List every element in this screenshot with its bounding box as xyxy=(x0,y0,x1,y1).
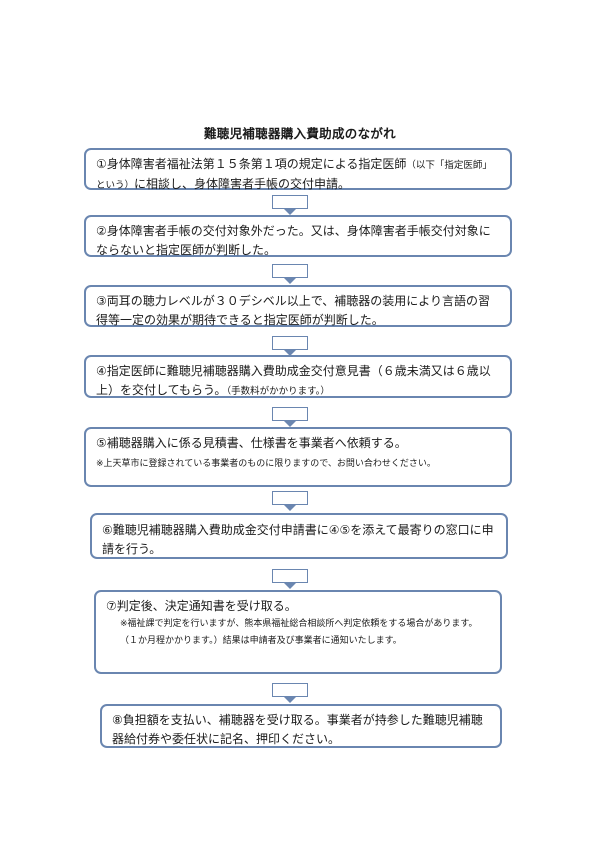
step-5-text: ⑤補聴器購入に係る見積書、仕様書を事業者へ依頼する。 xyxy=(96,436,407,450)
arrow-down-icon xyxy=(272,491,308,511)
step-1-note: （以下「指定医師」という） xyxy=(96,160,492,191)
step-1-text: ①身体障害者福祉法第１５条第１項の規定による指定医師 xyxy=(96,157,407,171)
arrow-down-icon xyxy=(272,336,308,356)
arrow-down-icon xyxy=(272,407,308,427)
arrow-down-icon xyxy=(272,569,308,589)
step-4-box: ④指定医師に難聴児補聴器購入費助成金交付意見書（６歳未満又は６歳以上）を交付して… xyxy=(84,355,512,398)
step-7-note: ※福祉課で判定を行いますが、熊本県福祉総合相談所へ判定依頼をする場合があります。… xyxy=(120,619,478,646)
step-1-box: ①身体障害者福祉法第１５条第１項の規定による指定医師（以下「指定医師」という）に… xyxy=(84,148,512,191)
step-4-note: （手数料がかかります。） xyxy=(226,386,330,397)
page-title: 難聴児補聴器購入費助成のながれ xyxy=(203,126,396,141)
step-7-text: ⑦判定後、決定通知書を受け取る。 xyxy=(106,599,297,613)
step-2-text: ②身体障害者手帳の交付対象外だった。又は、身体障害者手帳交付対象にならないと指定… xyxy=(96,224,491,257)
arrow-down-icon xyxy=(272,264,308,284)
step-2-box: ②身体障害者手帳の交付対象外だった。又は、身体障害者手帳交付対象にならないと指定… xyxy=(84,215,512,257)
step-6-box: ⑥難聴児補聴器購入費助成金交付申請書に④⑤を添えて最寄りの窓口に申請を行う。 xyxy=(90,513,508,559)
step-8-text: ⑧負担額を支払い、補聴器を受け取る。事業者が持参した難聴児補聴器給付券や委任状に… xyxy=(112,713,483,746)
step-7-box: ⑦判定後、決定通知書を受け取る。 ※福祉課で判定を行いますが、熊本県福祉総合相談… xyxy=(94,590,502,674)
step-3-box: ③両耳の聴力レベルが３０デシベル以上で、補聴器の装用により言語の習得等一定の効果… xyxy=(84,285,512,327)
step-6-text: ⑥難聴児補聴器購入費助成金交付申請書に④⑤を添えて最寄りの窓口に申請を行う。 xyxy=(102,523,494,556)
arrow-down-icon xyxy=(272,195,308,215)
arrow-down-icon xyxy=(272,683,308,703)
step-5-note: ※上天草市に登録されている事業者のものに限りますので、お問い合わせください。 xyxy=(96,459,436,469)
step-3-text: ③両耳の聴力レベルが３０デシベル以上で、補聴器の装用により言語の習得等一定の効果… xyxy=(96,294,491,327)
step-8-box: ⑧負担額を支払い、補聴器を受け取る。事業者が持参した難聴児補聴器給付券や委任状に… xyxy=(100,704,502,748)
step-5-box: ⑤補聴器購入に係る見積書、仕様書を事業者へ依頼する。 ※上天草市に登録されている… xyxy=(84,427,512,487)
step-4-text: ④指定医師に難聴児補聴器購入費助成金交付意見書（６歳未満又は６歳以上）を交付して… xyxy=(96,364,491,397)
step-1-text-cont: に相談し、身体障害者手帳の交付申請。 xyxy=(134,177,351,191)
